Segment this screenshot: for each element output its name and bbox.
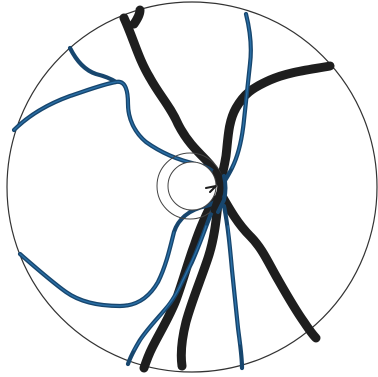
optic-disc-inner-ring [168,162,216,210]
